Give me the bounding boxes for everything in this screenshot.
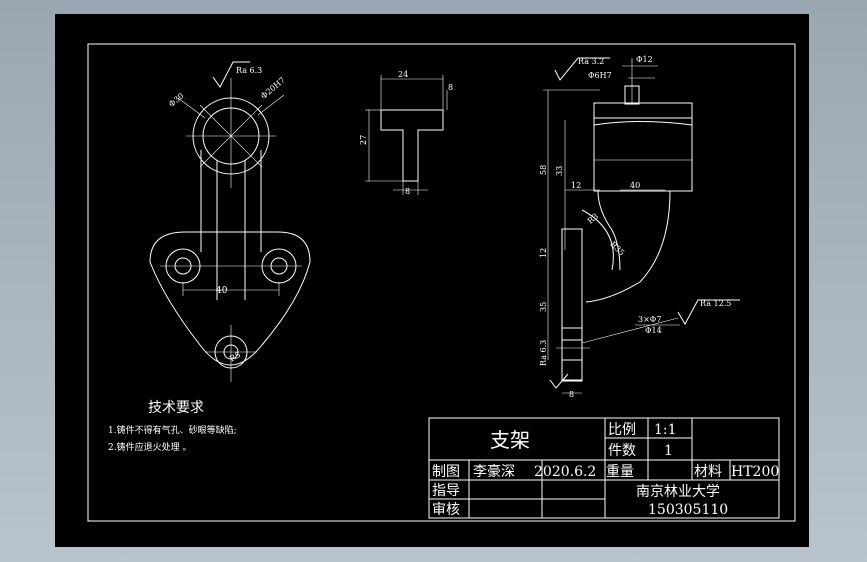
count-value: 1 [664, 443, 673, 459]
side-dim-12a: 12 [571, 181, 581, 190]
sheet-border [87, 43, 796, 522]
scale-label: 比例 [608, 422, 636, 438]
scale-value: 1:1 [654, 422, 677, 438]
side-dia-12: Φ12 [636, 55, 653, 64]
drafter-label: 制图 [432, 464, 460, 480]
section-top-width: 24 [398, 70, 408, 79]
instructor-label: 指导 [432, 483, 460, 499]
section-total-height: 27 [359, 135, 368, 145]
material-value: HT200 [731, 464, 779, 480]
side-ra-top: Ra 3.2 [578, 57, 604, 66]
side-dim-58: 58 [539, 165, 548, 175]
weight-label: 重量 [606, 464, 634, 480]
side-dim-35: 35 [539, 302, 548, 312]
side-dim-12b: 12 [539, 248, 548, 258]
requirement-item-1: 1.铸件不得有气孔、砂眼等缺陷; [108, 424, 237, 436]
side-ra-right: Ra 12.5 [700, 299, 731, 308]
side-holes: 3×Φ7 [638, 315, 661, 324]
requirements-heading: 技术要求 [148, 400, 204, 416]
requirement-item-2: 2.铸件应退火处理 。 [108, 441, 191, 453]
front-width-dim: 40 [216, 286, 228, 296]
drafter-name: 李豪深 [473, 464, 515, 480]
front-view [149, 61, 311, 382]
section-view [365, 75, 448, 195]
side-base-width: 8 [569, 390, 574, 399]
section-web-width: 8 [405, 187, 410, 196]
student-id: 150305110 [648, 502, 728, 518]
side-tol-bore: Φ6H7 [588, 71, 612, 80]
material-label: 材料 [694, 464, 722, 480]
side-ra-left: Ra 6.3 [539, 340, 548, 366]
side-dim-33: 33 [555, 166, 564, 176]
title-block [428, 417, 780, 519]
reviewer-label: 审核 [432, 502, 460, 518]
side-view [543, 57, 740, 394]
drafter-date: 2020.6.2 [534, 464, 596, 480]
title-drawing-name: 支架 [490, 428, 530, 452]
section-top-height: 8 [448, 83, 453, 92]
front-ra-label: Ra 6.3 [236, 66, 262, 75]
side-counterbore: Φ14 [645, 326, 662, 335]
side-dim-40: 40 [630, 181, 640, 190]
school-name: 南京林业大学 [636, 484, 720, 500]
count-label: 件数 [608, 443, 636, 459]
